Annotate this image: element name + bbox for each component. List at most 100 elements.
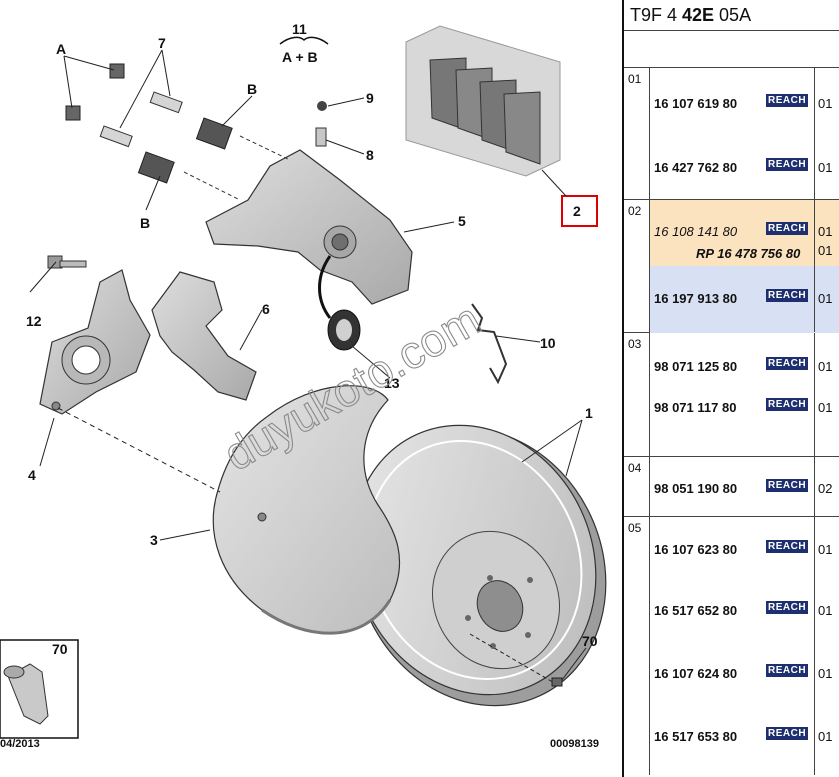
quantity: 02	[818, 481, 833, 496]
spring-clip	[471, 303, 508, 385]
parts-row[interactable]: 98 051 190 80 REACH 02	[650, 457, 839, 517]
title-part-2: 05A	[714, 5, 752, 25]
callout-11[interactable]: 11	[292, 21, 307, 37]
callout-1[interactable]: 1	[585, 405, 593, 421]
part-number[interactable]: 98 051 190 80	[654, 481, 738, 496]
part-number[interactable]: 16 107 623 80	[654, 542, 738, 557]
parts-row[interactable]: 98 071 125 80 REACH 01	[650, 333, 839, 383]
part-number[interactable]: 16 427 762 80	[654, 160, 738, 175]
callout-4[interactable]: 4	[28, 467, 36, 483]
brake-pads	[405, 25, 561, 177]
reach-badge: REACH	[766, 222, 809, 235]
reach-badge: REACH	[766, 158, 809, 171]
parts-row-selected[interactable]: 16 197 913 80 REACH 01	[650, 266, 839, 333]
callout-6[interactable]: 6	[262, 301, 270, 317]
reference-code: 00098139	[550, 738, 599, 750]
group-number: 05	[628, 521, 642, 535]
callout-5[interactable]: 5	[458, 213, 466, 229]
shield-hole	[257, 512, 267, 522]
parts-row[interactable]: 98 071 117 80 REACH 01	[650, 383, 839, 457]
callout-7[interactable]: 7	[158, 35, 166, 51]
replacement-part-number[interactable]: RP 16 478 756 80	[696, 246, 801, 261]
qty-col-divider	[814, 333, 815, 456]
parts-row[interactable]: 16 107 623 80 REACH 01	[650, 517, 839, 579]
quantity: 01	[818, 291, 833, 306]
part-number[interactable]: 16 107 619 80	[654, 96, 738, 111]
panel-title: T9F 4 42E 05A	[624, 0, 839, 31]
reach-badge: REACH	[766, 727, 809, 740]
reach-badge: REACH	[766, 94, 809, 107]
reach-badge: REACH	[766, 479, 809, 492]
inset-screw-70: 70	[0, 639, 79, 739]
group-number: 02	[628, 204, 642, 218]
quantity: 01	[818, 160, 833, 175]
inset-callout-70: 70	[52, 641, 68, 657]
quantity: 01	[818, 359, 833, 374]
part-number[interactable]: 16 107 624 80	[654, 666, 738, 681]
callout-A[interactable]: A	[56, 41, 66, 57]
caliper-bracket	[151, 271, 257, 401]
quantity: 01	[818, 96, 833, 111]
qty-col-divider	[814, 517, 815, 775]
reach-badge: REACH	[766, 664, 809, 677]
parts-list-panel: T9F 4 42E 05A 01 16 107 619 80 REACH 01 …	[622, 0, 839, 777]
reach-badge: REACH	[766, 601, 809, 614]
callout-3[interactable]: 3	[150, 532, 158, 548]
reach-badge: REACH	[766, 357, 809, 370]
callout-13[interactable]: 13	[384, 375, 400, 391]
title-part-bold: 42E	[682, 5, 715, 25]
parts-row[interactable]: 16 107 619 80 REACH 01	[650, 68, 839, 134]
quantity: 01	[818, 400, 833, 415]
part-number[interactable]: 16 197 913 80	[654, 291, 738, 306]
parts-row[interactable]: 16 107 624 80 REACH 01	[650, 641, 839, 705]
quantity: 01	[818, 542, 833, 557]
brake-disc	[351, 424, 607, 707]
parts-row[interactable]: 16 517 652 80 REACH 01	[650, 579, 839, 641]
quantity: 01	[818, 603, 833, 618]
qty-col-divider	[814, 68, 815, 199]
reach-badge: REACH	[766, 289, 809, 302]
parts-row[interactable]: 16 427 762 80 REACH 01	[650, 134, 839, 200]
bolt-12	[47, 255, 87, 269]
group-col: 05	[624, 517, 650, 775]
callout-B-upper[interactable]: B	[247, 81, 257, 97]
replacement-quantity: 01	[818, 243, 833, 258]
quantity: 01	[818, 224, 833, 239]
reach-badge: REACH	[766, 398, 809, 411]
callout-12[interactable]: 12	[26, 313, 42, 329]
qty-col-divider	[814, 457, 815, 516]
group-04: 04 98 051 190 80 REACH 02	[624, 457, 839, 517]
part-number[interactable]: 98 071 117 80	[654, 400, 737, 415]
group-col: 04	[624, 457, 650, 516]
leader-lines	[29, 49, 587, 685]
callout-B-lower[interactable]: B	[140, 215, 150, 231]
group-col: 01	[624, 68, 650, 199]
group-01: 01 16 107 619 80 REACH 01 16 427 762 80 …	[624, 68, 839, 200]
group-03: 03 98 071 125 80 REACH 01 98 071 117 80 …	[624, 333, 839, 457]
item-2-highlight-box	[561, 195, 598, 227]
group-col: 03	[624, 333, 650, 456]
callout-10[interactable]: 10	[540, 335, 556, 351]
part-number[interactable]: 16 517 652 80	[654, 603, 738, 618]
group-number: 04	[628, 461, 642, 475]
parts-row-highlighted[interactable]: 16 108 141 80 REACH 01 RP 16 478 756 80 …	[650, 200, 839, 266]
reach-badge: REACH	[766, 540, 809, 553]
group-number: 03	[628, 337, 642, 351]
part-number[interactable]: 98 071 125 80	[654, 359, 738, 374]
disc-screw	[551, 677, 563, 687]
group-05: 05 16 107 623 80 REACH 01 16 517 652 80 …	[624, 517, 839, 775]
parts-row[interactable]: 16 517 653 80 REACH 01	[650, 705, 839, 775]
callout-8[interactable]: 8	[366, 147, 374, 163]
date-code: 04/2013	[0, 738, 40, 750]
part-number[interactable]: 16 108 141 80	[654, 224, 738, 239]
guide-pins	[65, 63, 291, 201]
part-number[interactable]: 16 517 653 80	[654, 729, 738, 744]
quantity: 01	[818, 666, 833, 681]
group-02: 02 16 108 141 80 REACH 01 RP 16 478 756 …	[624, 200, 839, 333]
callout-2[interactable]: 2	[573, 203, 581, 219]
title-part-1: T9F 4	[630, 5, 683, 25]
qty-col-divider	[814, 200, 815, 332]
callout-9[interactable]: 9	[366, 90, 374, 106]
group-col: 02	[624, 200, 650, 332]
callout-70[interactable]: 70	[582, 633, 598, 649]
